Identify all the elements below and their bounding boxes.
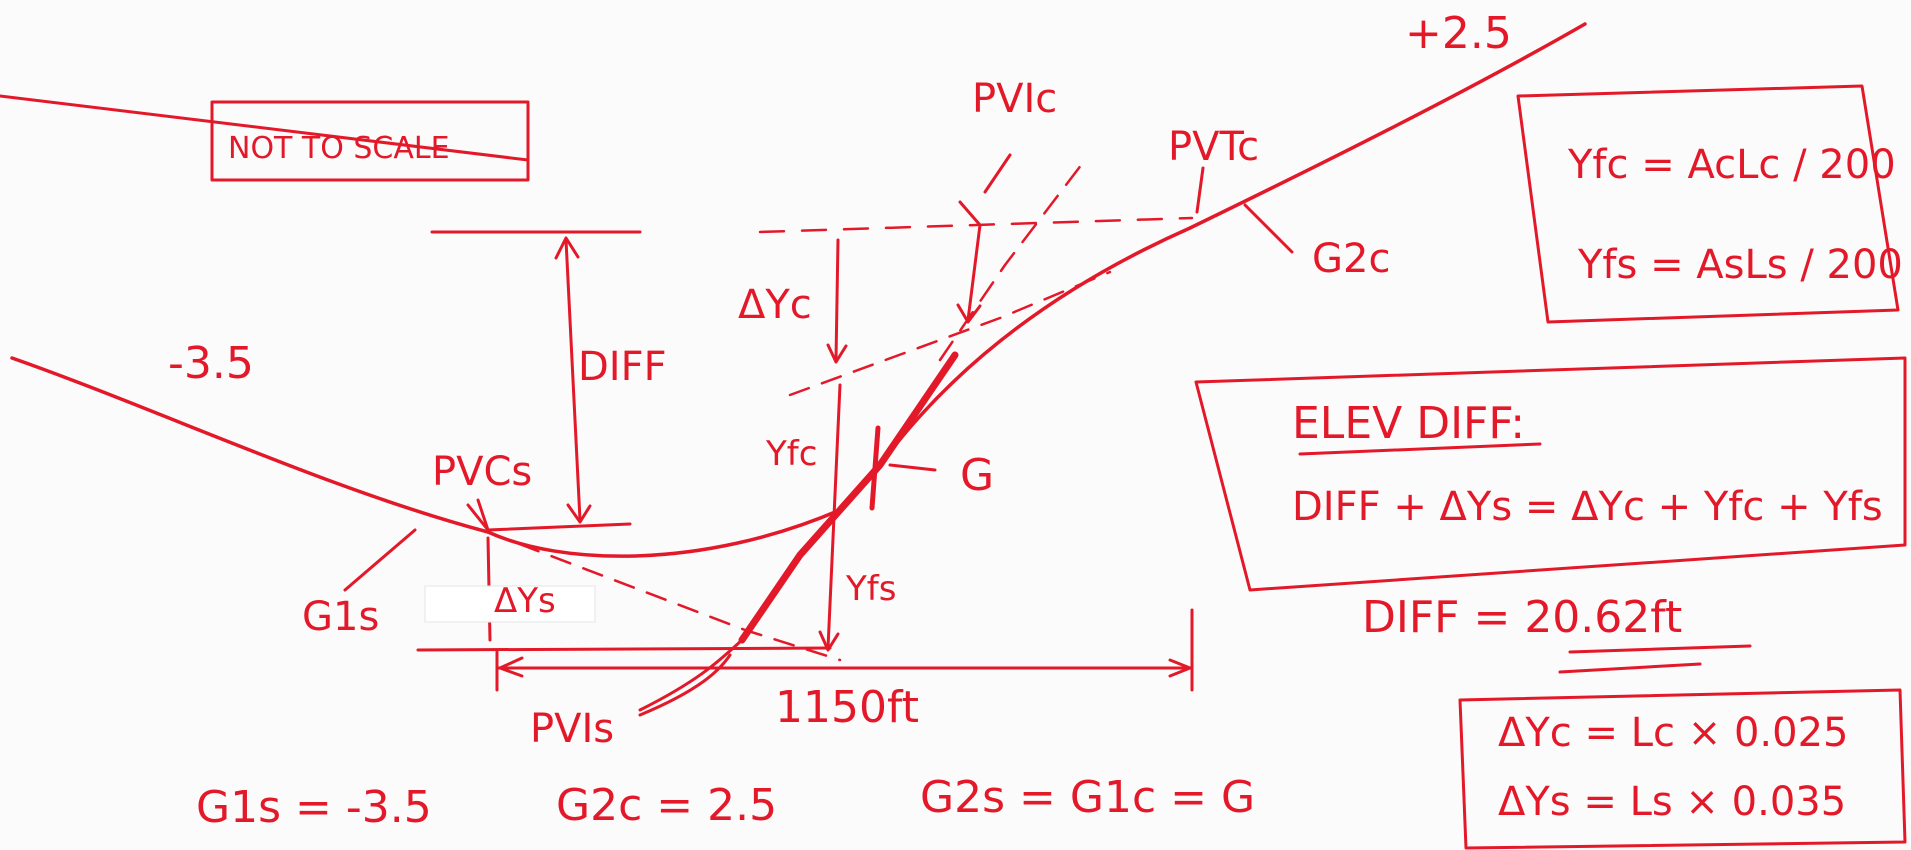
dashed-pvic-line (938, 158, 1087, 362)
pvis-leader (638, 653, 732, 717)
delta-ys-formula: ΔYs = Ls × 0.035 (1498, 779, 1846, 825)
elev-diff-underline (1298, 442, 1542, 456)
not-to-scale-label: NOT TO SCALE (228, 131, 450, 166)
delta-yc-dimension (834, 238, 840, 362)
middle-grade-extension (638, 638, 744, 712)
pvcs-label: PVCs (432, 449, 532, 495)
pvcs-arrow (466, 498, 490, 532)
g2s-equation: G2s = G1c = G (920, 772, 1255, 823)
elev-diff-result-underline (1568, 644, 1752, 654)
yfc-formula: Yfc = AcLc / 200 (1567, 142, 1896, 188)
delta-yc-formula: ΔYc = Lc × 0.025 (1498, 710, 1848, 756)
diff-label: DIFF (578, 344, 667, 390)
crest-curve (878, 226, 1192, 467)
note-box-tick (0, 94, 530, 162)
pvic-arrow (958, 153, 1012, 322)
delta-yc-arrow (826, 343, 848, 364)
pvic-label: PVIc (972, 76, 1057, 122)
yfs-arrow (818, 630, 840, 652)
dashed-top-horizontal (758, 216, 1194, 234)
sag-curve (486, 508, 842, 558)
note-box (210, 100, 530, 182)
grade-line-left (10, 356, 490, 534)
elev-diff-box (1194, 356, 1907, 592)
diff-dimension-line (564, 238, 582, 522)
g-leader (888, 463, 937, 472)
elev-diff-equation: DIFF + ΔYs = ΔYc + Yfc + Yfs (1292, 484, 1883, 530)
pvic-arrowhead (956, 303, 982, 324)
grade-right-label: +2.5 (1405, 8, 1512, 59)
g-tick (869, 425, 881, 511)
delta-formula-box (1458, 688, 1907, 850)
elev-diff-title: ELEV DIFF: (1292, 398, 1525, 449)
dashed-crest-tangent (788, 270, 1112, 397)
delta-ys-label: ΔYs (494, 581, 556, 621)
g2c-label: G2c (1312, 236, 1390, 282)
pvtc-label: PVTc (1168, 124, 1259, 170)
dashed-tangent-ext (486, 530, 842, 662)
grade-left-label: -3.5 (168, 338, 254, 389)
length-arrow-right (1168, 658, 1192, 678)
pvtc-leader (1195, 166, 1205, 214)
yfc-label: Yfc (765, 434, 817, 474)
grade-line-right (1188, 22, 1587, 230)
length-arrow-left (498, 656, 524, 678)
middle-grade-line (738, 351, 959, 644)
diff-bottom-line (486, 522, 632, 532)
formula-box (1516, 84, 1900, 324)
correction-patch (424, 585, 596, 623)
g1s-label: G1s (302, 594, 379, 640)
yfc-yfs-dimension (826, 383, 842, 650)
yfs-formula: Yfs = AsLs / 200 (1577, 242, 1903, 288)
pvis-label: PVIs (530, 706, 614, 752)
g2c-leader (1243, 203, 1294, 254)
g1s-equation: G1s = -3.5 (196, 782, 432, 833)
yfs-label: Yfs (845, 569, 896, 609)
elev-diff-result: DIFF = 20.62ft (1362, 592, 1682, 643)
delta-yc-label: ΔYc (738, 282, 812, 328)
elev-diff-result-underline-2 (1558, 662, 1702, 674)
bottom-baseline (416, 646, 832, 652)
length-label: 1150ft (775, 682, 919, 733)
g1s-leader (343, 528, 417, 592)
diff-arrow-top (554, 236, 580, 260)
g2c-equation: G2c = 2.5 (556, 780, 777, 831)
diff-arrow-bottom (566, 503, 592, 524)
g-label: G (960, 450, 994, 501)
